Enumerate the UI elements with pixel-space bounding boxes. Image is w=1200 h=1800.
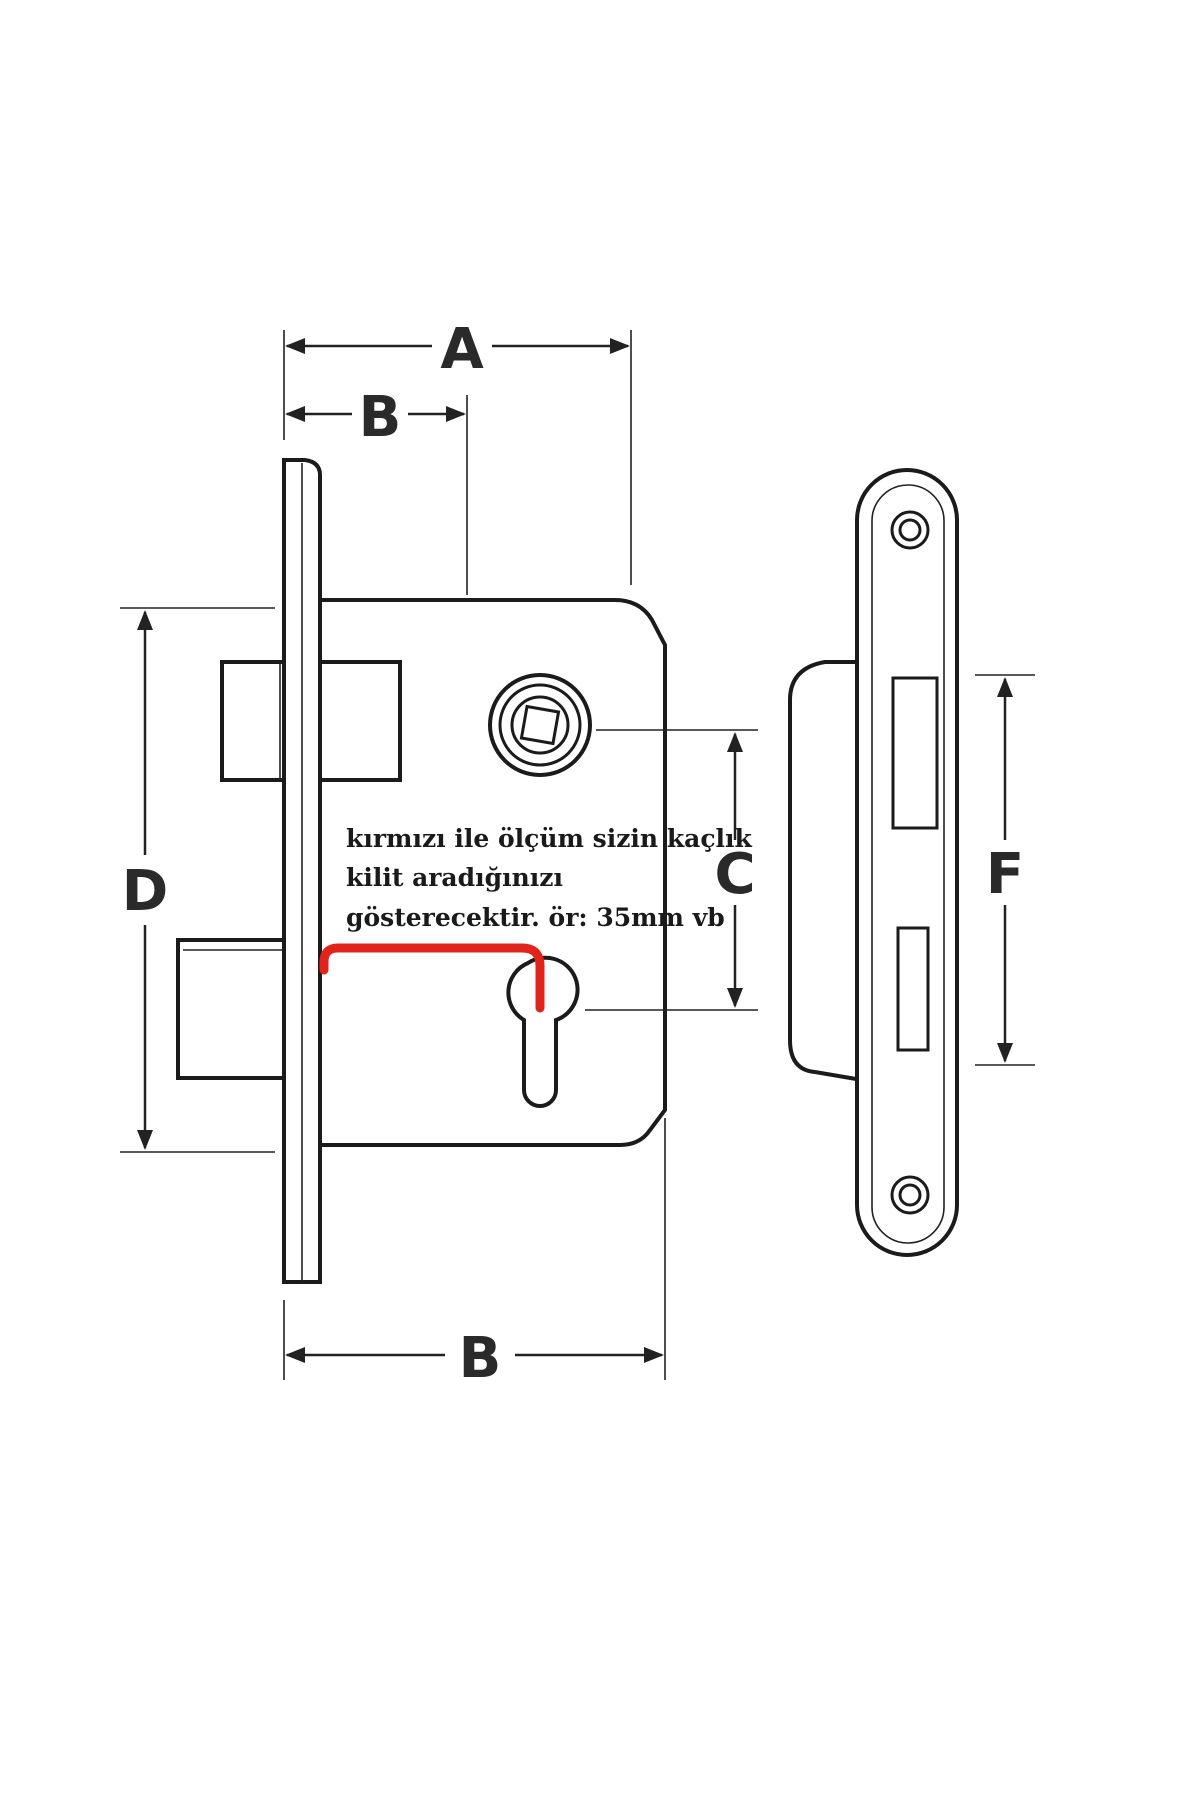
label-b-bottom: B <box>459 1326 502 1391</box>
latch-slot <box>891 676 939 830</box>
backset-highlight-marker <box>319 943 545 1013</box>
bolt-slot <box>896 926 930 1052</box>
note-line-3: gösterecektir. ör: 35mm vb <box>346 903 725 932</box>
striker-plate <box>788 468 959 1257</box>
dead-bolt <box>176 938 300 1080</box>
note-line-1: kırmızı ile ölçüm sizin kaçlık <box>346 824 753 853</box>
dimension-b-bottom: B <box>285 1326 664 1391</box>
dimension-c: C <box>714 732 756 1008</box>
note-line-2: kilit aradığınızı <box>346 863 563 892</box>
measurement-note: kırmızı ile ölçüm sizin kaçlık kilit ara… <box>346 824 753 932</box>
mortise-lock <box>176 458 667 1284</box>
dimension-d: D <box>122 610 168 1150</box>
screw-hole-top <box>890 510 930 550</box>
label-c: C <box>714 842 755 907</box>
label-d: D <box>122 859 168 924</box>
strike-box <box>788 660 864 1083</box>
strike-faceplate <box>855 468 959 1257</box>
label-b-top: B <box>359 385 402 450</box>
spindle-follower <box>488 673 592 777</box>
dimension-b-top: B <box>285 385 466 450</box>
dimension-a: A <box>285 317 630 382</box>
screw-hole-bottom <box>890 1175 930 1215</box>
dimension-f: F <box>986 677 1024 1063</box>
cylinder-keyhole <box>506 955 580 1108</box>
extension-lines <box>120 330 1035 1380</box>
label-a-top: A <box>440 317 484 382</box>
label-f: F <box>986 842 1024 907</box>
